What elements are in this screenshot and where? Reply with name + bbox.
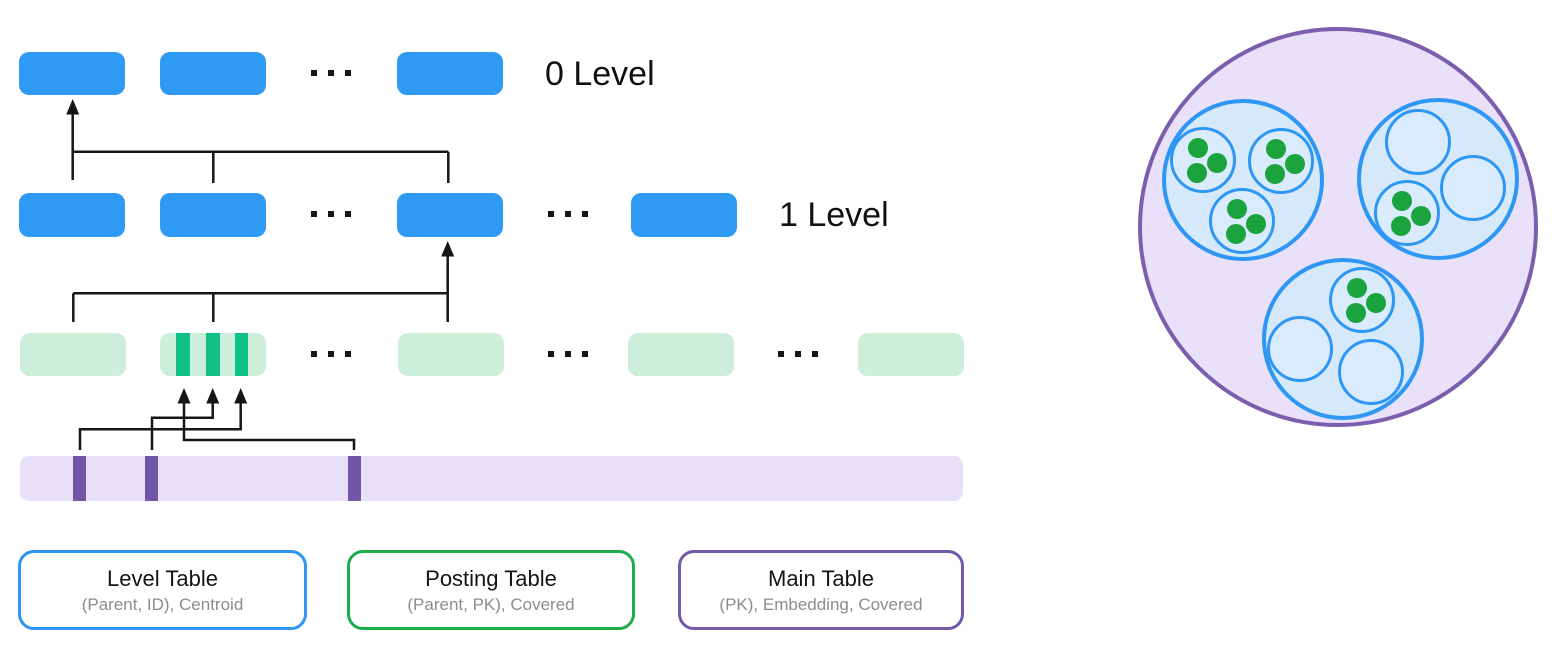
level0-centroid-circle <box>1440 155 1506 221</box>
posting-entry-stripe <box>206 333 220 376</box>
ellipsis-icon <box>311 351 351 357</box>
posting-node <box>628 333 734 376</box>
vector-point-dot <box>1366 293 1386 313</box>
legend-title: Main Table <box>768 565 874 591</box>
connector-bar-to-posting <box>78 388 356 450</box>
connector-level2-to-level1 <box>72 241 455 322</box>
ellipsis-icon <box>311 70 351 76</box>
legend-subtitle: (Parent, PK), Covered <box>407 594 575 614</box>
legend-main-table: Main Table (PK), Embedding, Covered <box>678 550 964 630</box>
vector-point-dot <box>1246 214 1266 234</box>
vector-point-dot <box>1285 154 1305 174</box>
level0-node <box>397 52 503 95</box>
ellipsis-icon <box>548 211 588 217</box>
vector-point-dot <box>1226 224 1246 244</box>
legend-title: Posting Table <box>425 565 557 591</box>
legend-subtitle: (Parent, ID), Centroid <box>81 594 244 614</box>
vector-point-dot <box>1266 139 1286 159</box>
level0-centroid-circle <box>1338 339 1404 405</box>
level1-label: 1 Level <box>779 196 889 234</box>
vector-point-dot <box>1227 199 1247 219</box>
main-table-circle <box>1138 27 1538 427</box>
level0-centroid-circle <box>1209 188 1275 254</box>
legend-level-table: Level Table (Parent, ID), Centroid <box>18 550 307 630</box>
level0-centroid-circle <box>1329 267 1395 333</box>
legend-title: Level Table <box>107 565 218 591</box>
level0-node <box>160 52 266 95</box>
ellipsis-icon <box>778 351 818 357</box>
vector-point-dot <box>1411 206 1431 226</box>
posting-node <box>858 333 964 376</box>
level1-cluster-circle <box>1162 99 1324 261</box>
main-table-bar <box>20 456 963 501</box>
legend-subtitle: (PK), Embedding, Covered <box>719 594 923 614</box>
main-table-row-stripe <box>73 456 86 501</box>
vector-point-dot <box>1265 164 1285 184</box>
vector-point-dot <box>1188 138 1208 158</box>
level1-cluster-circle <box>1262 258 1424 420</box>
level0-centroid-circle <box>1374 180 1440 246</box>
level0-centroid-circle <box>1267 316 1333 382</box>
legend-posting-table: Posting Table (Parent, PK), Covered <box>347 550 635 630</box>
vector-point-dot <box>1391 216 1411 236</box>
posting-entry-stripe <box>176 333 190 376</box>
posting-entry-stripe <box>234 333 248 376</box>
main-table-row-stripe <box>348 456 361 501</box>
level1-node <box>631 193 737 237</box>
ellipsis-icon <box>311 211 351 217</box>
vector-point-dot <box>1392 191 1412 211</box>
ellipsis-icon <box>548 351 588 357</box>
level1-cluster-circle <box>1357 98 1519 260</box>
level1-node <box>19 193 125 237</box>
vector-point-dot <box>1346 303 1366 323</box>
vector-point-dot <box>1207 153 1227 173</box>
main-table-row-stripe <box>145 456 158 501</box>
level1-node <box>397 193 503 237</box>
level0-centroid-circle <box>1385 109 1451 175</box>
posting-node <box>20 333 126 376</box>
level0-centroid-circle <box>1248 128 1314 194</box>
connector-level1-to-level0 <box>66 99 450 183</box>
level1-node <box>160 193 266 237</box>
level0-centroid-circle <box>1170 127 1236 193</box>
posting-node-striped <box>160 333 266 376</box>
posting-node <box>398 333 504 376</box>
vector-point-dot <box>1187 163 1207 183</box>
vector-point-dot <box>1347 278 1367 298</box>
level0-label: 0 Level <box>545 55 655 93</box>
level0-node <box>19 52 125 95</box>
